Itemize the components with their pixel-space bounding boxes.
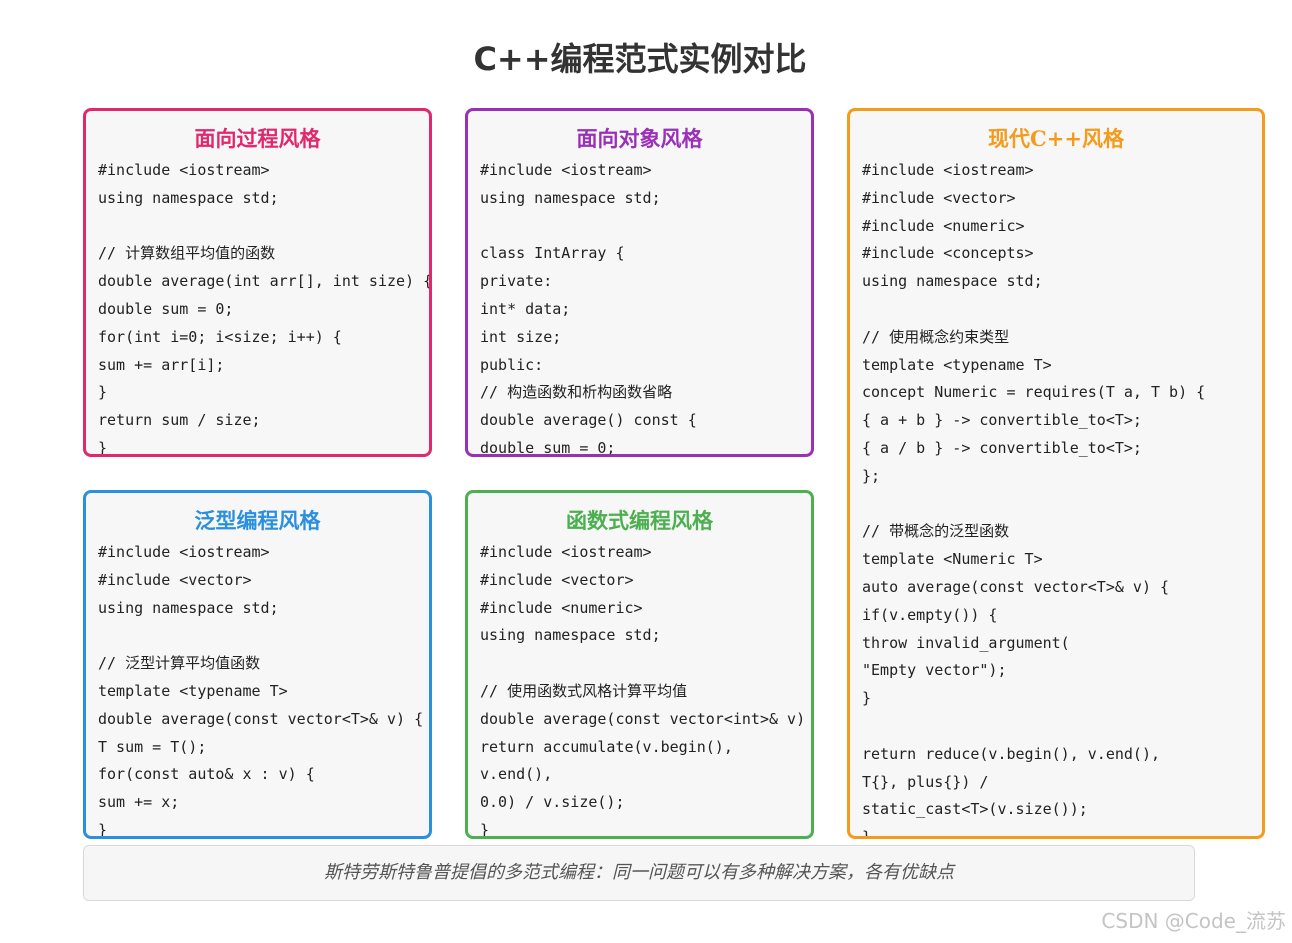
code-line: int size;	[480, 327, 562, 346]
code-block: #include <iostream> using namespace std; c…	[468, 157, 811, 457]
panel-object-oriented: 面向对象风格 #include <iostream> using namespac…	[465, 108, 814, 457]
code-block: #include <iostream> using namespace std; /…	[86, 157, 432, 457]
panel-title: 面向过程风格	[194, 126, 321, 151]
code-line: int* data;	[480, 299, 571, 318]
code-line: for(int i=0; i<size; i++) {	[98, 327, 342, 346]
code-line: };	[862, 466, 881, 485]
code-line: }	[98, 383, 108, 402]
code-line: double average(const vector<T>& v) {	[98, 709, 424, 728]
code-line: return sum / size;	[98, 411, 261, 430]
code-line: double average(const vector<int>& v) {	[480, 709, 814, 728]
code-line: template <typename T>	[862, 355, 1052, 374]
panel-functional: 函数式编程风格 #include <iostream> #include <vec…	[465, 490, 814, 839]
code-line: }	[98, 820, 108, 839]
code-line: #include <iostream>	[862, 161, 1034, 179]
code-line	[862, 296, 1262, 324]
code-line: using namespace std;	[480, 188, 661, 207]
code-line: return reduce(v.begin(), v.end(),	[862, 744, 1161, 763]
code-line: { a / b } -> convertible_to<T>;	[862, 438, 1142, 457]
code-line: double average(int arr[], int size) {	[98, 272, 432, 291]
code-line	[862, 491, 1262, 519]
code-line: }	[862, 689, 872, 708]
code-line: // 使用概念约束类型	[862, 327, 1010, 346]
code-line: // 带概念的泛型函数	[862, 522, 1010, 541]
panel-generic: 泛型编程风格 #include <iostream> #include <vect…	[83, 490, 432, 839]
code-line: template <Numeric T>	[862, 550, 1043, 569]
code-line: // 使用函数式风格计算平均值	[480, 681, 688, 700]
code-line: T{}, plus{}) /	[862, 772, 989, 791]
page-title: C++编程范式实例对比	[473, 40, 807, 78]
code-line: using namespace std;	[98, 188, 279, 207]
code-line: { a + b } -> convertible_to<T>;	[862, 411, 1142, 430]
code-line: }	[862, 828, 872, 839]
code-line: T sum = T();	[98, 737, 207, 756]
panel-modern-cpp: 现代C++风格 #include <iostream> #include <vec…	[847, 108, 1265, 839]
code-line: sum += arr[i];	[98, 355, 225, 374]
code-line: for(const auto& x : v) {	[98, 765, 315, 784]
code-line: double sum = 0;	[98, 299, 234, 318]
code-line: private:	[480, 272, 553, 291]
code-line	[98, 213, 429, 241]
code-line: double average() const {	[480, 411, 697, 430]
code-line: concept Numeric = requires(T a, T b) {	[862, 383, 1206, 402]
watermark: CSDN @Code_流苏	[1101, 909, 1286, 933]
code-line: #include <vector>	[98, 570, 252, 589]
code-line: sum += x;	[98, 793, 180, 812]
footer-note: 斯特劳斯特鲁普提倡的多范式编程：同一问题可以有多种解决方案，各有优缺点	[83, 845, 1195, 901]
code-line	[480, 650, 811, 678]
code-line: if(v.empty()) {	[862, 605, 998, 624]
code-block: #include <iostream> #include <vector> usin…	[86, 539, 429, 839]
code-line: auto average(const vector<T>& v) {	[862, 577, 1170, 596]
code-line: v.end(),	[480, 765, 553, 784]
panel-title: 函数式编程风格	[566, 508, 713, 533]
code-line: #include <vector>	[480, 570, 634, 589]
code-line: // 泛型计算平均值函数	[98, 654, 261, 673]
code-line: return accumulate(v.begin(),	[480, 737, 733, 756]
code-line: 0.0) / v.size();	[480, 793, 625, 812]
code-line: #include <numeric>	[862, 216, 1025, 235]
panel-title: 现代C++风格	[988, 126, 1124, 151]
code-line: // 构造函数和析构函数省略	[480, 383, 673, 402]
code-line: public:	[480, 355, 544, 374]
code-line: using namespace std;	[862, 272, 1043, 291]
code-line: throw invalid_argument(	[862, 633, 1070, 652]
code-line: #include <vector>	[862, 188, 1016, 207]
code-block: #include <iostream> #include <vector> #inc…	[468, 539, 814, 839]
code-line: #include <numeric>	[480, 598, 643, 617]
code-line: static_cast<T>(v.size());	[862, 800, 1088, 819]
code-line: class IntArray {	[480, 244, 625, 263]
code-line: #include <iostream>	[480, 161, 652, 179]
code-line: }	[98, 438, 108, 457]
code-block: #include <iostream> #include <vector> #inc…	[850, 157, 1262, 839]
code-line: double sum = 0;	[480, 438, 616, 457]
code-line	[862, 713, 1262, 741]
panel-procedural: 面向过程风格 #include <iostream> using namespac…	[83, 108, 432, 457]
code-line	[480, 213, 811, 241]
code-line: using namespace std;	[480, 626, 661, 645]
code-line: using namespace std;	[98, 598, 279, 617]
code-line: #include <iostream>	[98, 161, 270, 179]
code-line: #include <iostream>	[480, 543, 652, 561]
panel-title: 面向对象风格	[576, 126, 703, 151]
code-line: }	[480, 820, 490, 839]
code-line: #include <concepts>	[862, 244, 1034, 263]
panel-title: 泛型编程风格	[194, 508, 321, 533]
code-line: // 计算数组平均值的函数	[98, 244, 276, 263]
code-line: "Empty vector");	[862, 661, 1007, 680]
code-line: template <typename T>	[98, 681, 288, 700]
code-line	[98, 622, 429, 650]
code-line: #include <iostream>	[98, 543, 270, 561]
